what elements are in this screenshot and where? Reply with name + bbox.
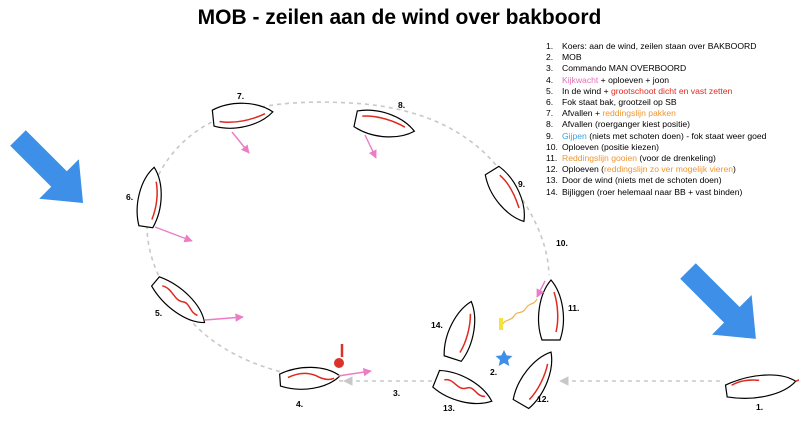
step-text: Bijliggen (roer helemaal naar BB + vast … bbox=[562, 186, 743, 197]
step-text: Afvallen + bbox=[562, 108, 603, 119]
step-text: + oploeven + joon bbox=[598, 74, 670, 85]
step-item: 3. Commando MAN OVERBOORD bbox=[546, 63, 766, 74]
boat-8 bbox=[353, 109, 416, 138]
boat-9 bbox=[484, 165, 525, 223]
step-item: 12. Oploeven (reddingslijn zo ver mogelij… bbox=[546, 164, 766, 175]
heading-arrow-8 bbox=[364, 134, 377, 159]
step-item: 6. Fok staat bak, grootzeil op SB bbox=[546, 97, 766, 108]
label-step-3: 3. bbox=[393, 388, 400, 398]
boat-12 bbox=[512, 351, 553, 410]
heading-arrow-11 bbox=[536, 280, 546, 298]
step-text: Gijpen bbox=[562, 130, 587, 141]
label-boat-11: 11. bbox=[568, 303, 579, 313]
step-item: 10. Oploeven (positie kiezen) bbox=[546, 142, 766, 153]
step-item: 4. Kijkwacht + oploeven + joon bbox=[546, 75, 766, 86]
label-boat-1: 1. bbox=[756, 402, 763, 412]
heading-arrow-4 bbox=[337, 367, 372, 377]
boat-14 bbox=[443, 300, 476, 363]
step-item: 5. In de wind + grootschoot dicht en vast… bbox=[546, 86, 766, 97]
step-text: (niets met schoten doen) - fok staat wee… bbox=[586, 130, 767, 141]
heading-arrow-6 bbox=[154, 226, 193, 243]
step-number: 11. bbox=[546, 153, 558, 164]
boat-11 bbox=[537, 279, 565, 341]
step-text: Oploeven ( bbox=[562, 164, 605, 175]
step-number: 3. bbox=[546, 63, 554, 74]
label-boat-7: 7. bbox=[237, 91, 244, 101]
step-text: Fok staat bak, grootzeil op SB bbox=[562, 97, 677, 108]
step-number: 8. bbox=[546, 119, 554, 130]
boat-1 bbox=[724, 374, 799, 399]
page-title: MOB - zeilen aan de wind over bakboord bbox=[197, 6, 602, 29]
step-item: 1. Koers: aan de wind, zeilen staan over … bbox=[546, 41, 766, 52]
steps-legend: 1. Koers: aan de wind, zeilen staan over … bbox=[546, 41, 766, 198]
step-number: 1. bbox=[546, 41, 554, 51]
step-number: 12. bbox=[546, 164, 558, 175]
wind-arrow-icon bbox=[680, 263, 756, 339]
step-text: Koers: aan de wind, zeilen staan over BA… bbox=[562, 41, 757, 51]
boat-6 bbox=[136, 166, 162, 229]
step-text: Oploeven (positie kiezen) bbox=[562, 141, 659, 152]
step-number: 10. bbox=[546, 141, 558, 152]
label-boat-6: 6. bbox=[126, 192, 133, 202]
step-text: ) bbox=[733, 164, 736, 175]
step-item: 7. Afvallen + reddingslijn pakken bbox=[546, 108, 766, 119]
label-boat-5: 5. bbox=[155, 308, 162, 318]
step-text: Door de wind (niets met de schoten doen) bbox=[562, 175, 722, 186]
step-number: 13. bbox=[546, 175, 558, 186]
label-boat-12: 12. bbox=[537, 394, 549, 404]
step-number: 5. bbox=[546, 85, 554, 96]
step-text: Kijkwacht bbox=[562, 74, 599, 85]
heading-arrow-7 bbox=[231, 131, 250, 154]
lifeline-throw bbox=[501, 298, 538, 326]
step-text: reddingslijn zo ver mogelijk vieren bbox=[604, 164, 734, 175]
boat-5 bbox=[150, 276, 206, 324]
step-text: MOB bbox=[562, 52, 582, 63]
step-text: Afvallen (roerganger kiest positie) bbox=[562, 119, 691, 130]
boat-13 bbox=[432, 369, 493, 405]
step-text: (voor de drenkeling) bbox=[637, 153, 716, 164]
label-boat-4: 4. bbox=[296, 399, 303, 409]
step-text: grootschoot dicht en vast zetten bbox=[610, 85, 733, 96]
label-boat-9: 9. bbox=[518, 179, 525, 189]
label-mob: 2. bbox=[490, 367, 497, 377]
step-item: 9. Gijpen (niets met schoten doen) - fok … bbox=[546, 131, 766, 142]
step-number: 2. bbox=[546, 52, 554, 63]
boat-4 bbox=[279, 366, 341, 390]
sailing-route bbox=[146, 101, 550, 382]
step-text: In de wind + bbox=[562, 85, 611, 96]
label-boat-13: 13. bbox=[443, 403, 455, 413]
step-number: 6. bbox=[546, 97, 554, 108]
step-text: Reddingslijn gooien bbox=[562, 153, 638, 164]
step-item: 8. Afvallen (roerganger kiest positie) bbox=[546, 119, 766, 130]
label-boat-14: 14. bbox=[431, 320, 443, 330]
step-item: 11. Reddingslijn gooien (voor de drenkeli… bbox=[546, 153, 766, 164]
boat-7 bbox=[211, 102, 274, 129]
label-step-10: 10. bbox=[556, 238, 568, 248]
buoy-icon bbox=[499, 318, 503, 330]
heading-arrow-5 bbox=[204, 313, 244, 322]
star-icon bbox=[495, 350, 513, 366]
step-number: 9. bbox=[546, 130, 554, 141]
step-number: 4. bbox=[546, 74, 554, 85]
step-text: reddingslijn pakken bbox=[602, 108, 676, 119]
step-item: 13. Door de wind (niets met de schoten do… bbox=[546, 175, 766, 186]
step-item: 2. MOB bbox=[546, 52, 766, 63]
step-item: 14. Bijliggen (roer helemaal naar BB + va… bbox=[546, 187, 766, 198]
label-boat-8: 8. bbox=[398, 100, 405, 110]
step-number: 7. bbox=[546, 108, 554, 119]
step-text: Commando MAN OVERBOORD bbox=[562, 63, 687, 74]
man-overboard-marker-icon bbox=[334, 344, 344, 368]
step-number: 14. bbox=[546, 186, 558, 197]
wind-arrow-icon bbox=[10, 130, 84, 204]
